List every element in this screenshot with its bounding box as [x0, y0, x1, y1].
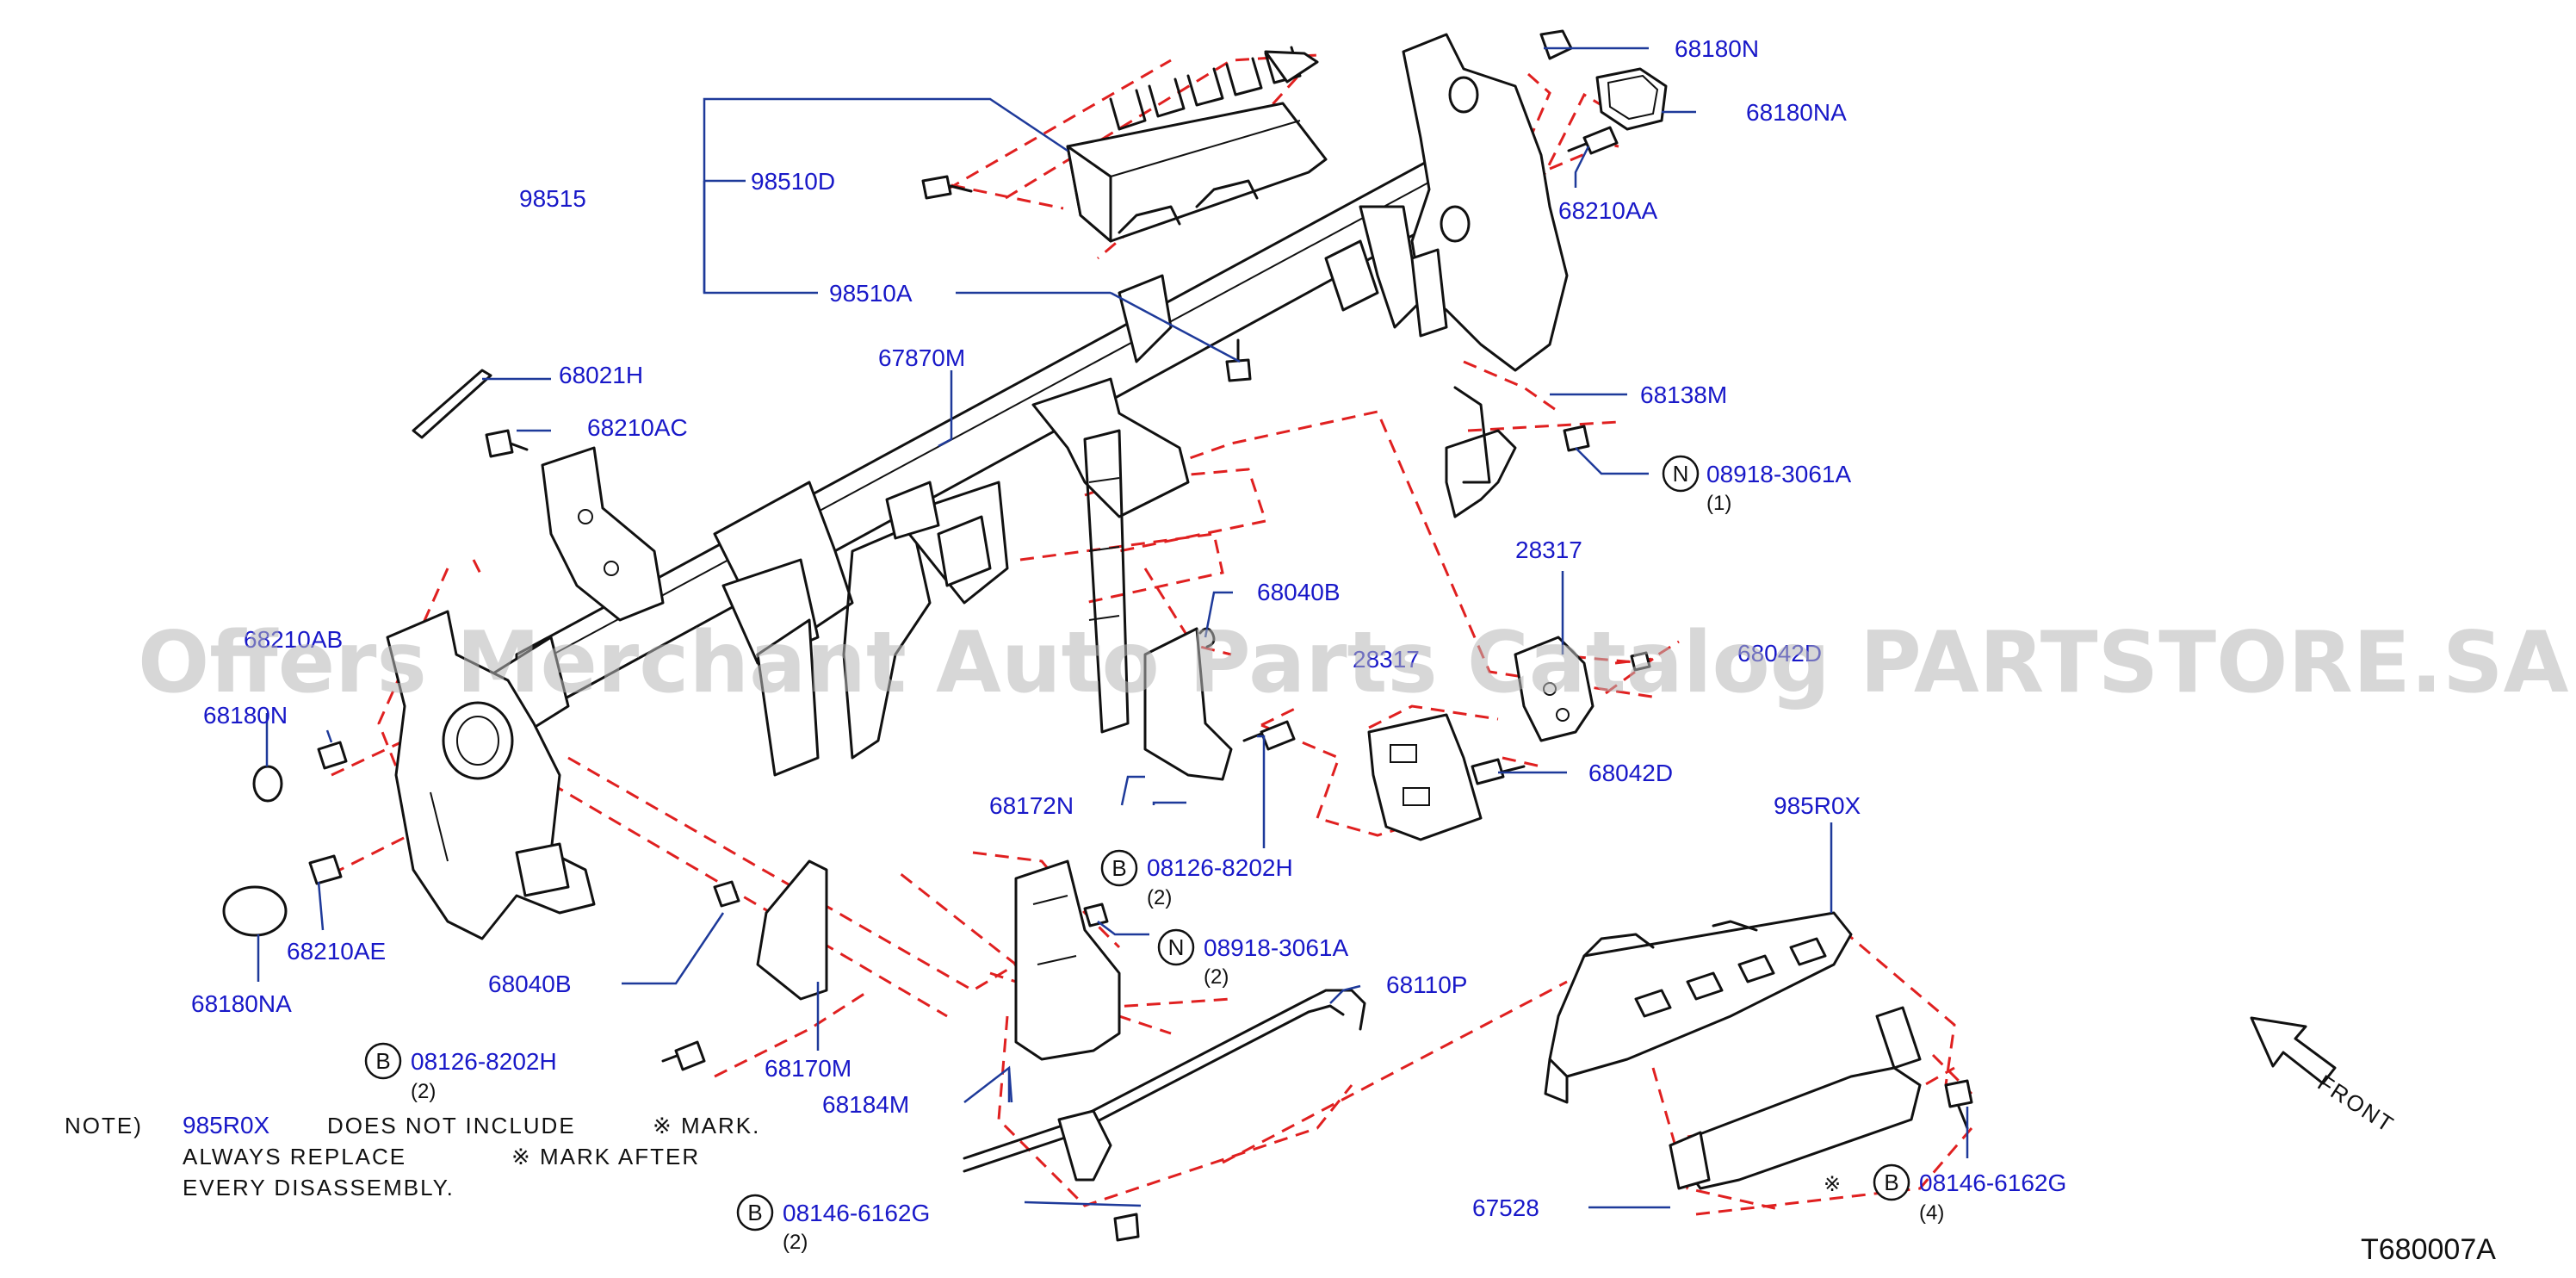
note-line2: ALWAYS REPLACE — [183, 1144, 406, 1169]
label-68210ac: 68210AC — [587, 414, 688, 441]
label-68170m: 68170M — [765, 1055, 851, 1082]
label-68042d-top: 68042D — [1737, 640, 1822, 667]
watermark: Offers Merchant Auto Parts Catalog PARTS… — [138, 614, 2569, 712]
label-68042d-mid: 68042D — [1588, 760, 1673, 786]
replace-mark: ※ — [1824, 1173, 1841, 1196]
label-68210ae: 68210AE — [287, 938, 386, 965]
qty-08126-8202h-low: (2) — [411, 1080, 436, 1103]
qty-08146-6162g-left: (2) — [783, 1231, 808, 1254]
callout-b-mid-letter: B — [1112, 855, 1126, 881]
bracket-right-68138m — [1402, 33, 1569, 518]
label-68138m: 68138M — [1640, 382, 1727, 408]
label-08918-3061a-mid: 08918-3061A — [1204, 934, 1348, 961]
callout-b-low-letter: B — [375, 1048, 390, 1074]
front-label: FRONT — [2313, 1070, 2400, 1138]
bracket-67528 — [1669, 1006, 1922, 1190]
label-68210aa: 68210AA — [1558, 197, 1658, 224]
label-68040b-top: 68040B — [1257, 579, 1341, 605]
gasket-68021h — [412, 369, 492, 439]
callout-b-right-letter: B — [1884, 1169, 1898, 1195]
label-68180n-left: 68180N — [203, 702, 288, 729]
label-985r0x: 985R0X — [1774, 792, 1861, 819]
callout-n-top-letter: N — [1673, 461, 1689, 487]
qty-08918-3061a-top: (1) — [1706, 492, 1731, 515]
label-08126-8202h-low: 08126-8202H — [411, 1048, 557, 1075]
qty-08918-3061a-mid: (2) — [1204, 965, 1229, 989]
callout-b-left — [736, 1194, 774, 1231]
label-08146-6162g-left: 08146-6162G — [783, 1200, 930, 1226]
side-bracket-left — [386, 610, 596, 940]
callout-b-low — [364, 1042, 402, 1080]
label-68021h: 68021H — [559, 362, 643, 388]
note-mark1: ※ MARK. — [653, 1113, 760, 1138]
note-mark2: ※ MARK AFTER — [511, 1144, 700, 1169]
part-labels: 68180N 68180NA 68210AA 98515 98510D 9851… — [191, 35, 2066, 1254]
callout-symbols: N B N B B B — [364, 455, 1910, 1231]
label-67870m: 67870M — [878, 344, 965, 371]
bracket-68184m — [1014, 859, 1121, 1061]
label-68180na-left: 68180NA — [191, 990, 292, 1017]
hardware-fasteners — [222, 175, 1973, 1242]
bracket-68172n — [1143, 627, 1233, 781]
callout-b-mid — [1100, 849, 1138, 887]
qty-08146-6162g-right: (4) — [1919, 1201, 1944, 1225]
callout-n-mid — [1157, 928, 1195, 966]
callout-n-top — [1662, 455, 1700, 493]
label-68184m: 68184M — [822, 1091, 909, 1118]
note-line1: DOES NOT INCLUDE — [327, 1113, 576, 1138]
note-block: NOTE) 985R0X DOES NOT INCLUDE ※ MARK. AL… — [65, 1112, 760, 1200]
label-98510a: 98510A — [829, 280, 913, 307]
label-08918-3061a-top: 08918-3061A — [1706, 461, 1851, 487]
callout-b-right — [1873, 1163, 1910, 1201]
clip-68040b-upper — [1198, 627, 1216, 648]
airbag-module-98515 — [1066, 46, 1328, 243]
stay-68110p — [963, 989, 1366, 1182]
label-68210ab: 68210AB — [244, 626, 343, 653]
label-68172n: 68172N — [989, 792, 1074, 819]
diagram-code: T680007A — [2361, 1233, 2496, 1266]
callout-b-left-letter: B — [747, 1200, 762, 1225]
label-67528: 67528 — [1472, 1194, 1539, 1221]
label-68040b-left: 68040B — [488, 971, 572, 997]
label-08126-8202h-mid: 08126-8202H — [1147, 854, 1293, 881]
bracket-28317-lower — [1367, 713, 1483, 841]
callout-n-mid-letter: N — [1168, 934, 1185, 960]
label-68110p: 68110P — [1386, 971, 1467, 998]
label-98515: 98515 — [519, 185, 586, 212]
front-indicator: FRONT — [2250, 1016, 2400, 1138]
label-98510d: 98510D — [751, 168, 835, 195]
knee-airbag-985r0x — [1544, 911, 1853, 1104]
cap-68180na-top — [1595, 67, 1668, 131]
note-part-ref: 985R0X — [183, 1112, 270, 1138]
leader-lines — [257, 47, 1969, 1209]
note-prefix: NOTE) — [65, 1113, 143, 1138]
clip-68180n-top — [1539, 29, 1573, 60]
bracket-68170m — [756, 859, 828, 1001]
label-28317-a: 28317 — [1515, 537, 1582, 563]
qty-08126-8202h-mid: (2) — [1147, 886, 1172, 909]
label-68180n-top: 68180N — [1675, 35, 1759, 62]
bracket-68021h-left — [541, 446, 665, 622]
bolt-68210aa — [1567, 126, 1619, 155]
label-68180na-top: 68180NA — [1746, 99, 1847, 126]
note-line3: EVERY DISASSEMBLY. — [183, 1175, 455, 1200]
label-28317-b: 28317 — [1353, 646, 1420, 673]
label-08146-6162g-right: 08146-6162G — [1919, 1169, 2066, 1196]
steering-member-67870m — [480, 144, 1487, 777]
